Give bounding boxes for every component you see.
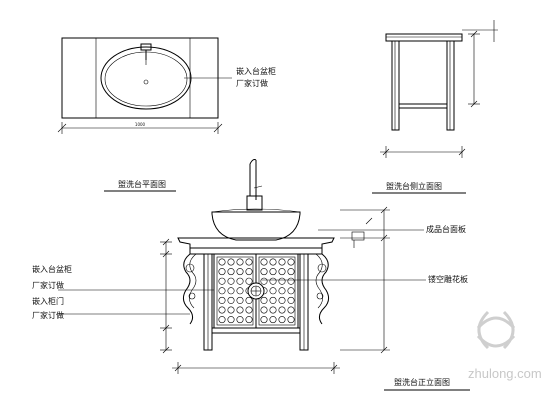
lattice-ring [227, 258, 235, 266]
lattice-ring [236, 287, 244, 295]
lattice-ring [287, 296, 295, 304]
lattice-ring [269, 316, 277, 324]
front-view-title: 盥洗台正立面图 [394, 377, 450, 387]
plan-dim-label: 1000 [135, 122, 146, 127]
lattice-ring [278, 287, 286, 295]
lattice-ring [278, 268, 286, 276]
side-countertop [385, 33, 463, 42]
lattice-ring [218, 287, 226, 295]
lattice-ring [236, 316, 244, 324]
lattice-ring [287, 287, 295, 295]
lattice-ring [269, 268, 277, 276]
front-apron [189, 247, 323, 255]
lattice-ring [236, 296, 244, 304]
lattice-ring [227, 268, 235, 276]
lattice-ring [260, 316, 268, 324]
front-faucet [246, 159, 263, 211]
lattice-ring [278, 306, 286, 314]
lattice-ring [245, 268, 253, 276]
lattice-ring [227, 287, 235, 295]
lattice-ring [236, 258, 244, 266]
lattice-ring [260, 258, 268, 266]
lattice-ring [269, 306, 277, 314]
lattice-ring [245, 296, 253, 304]
plan-view-title: 盥洗台平面图 [118, 179, 166, 189]
lattice-ring [218, 306, 226, 314]
lattice-ring [227, 277, 235, 285]
plan-drain [143, 79, 149, 85]
lattice-ring [227, 296, 235, 304]
lattice-ring [218, 296, 226, 304]
front-dim-bottom [172, 362, 340, 374]
lattice-ring [260, 268, 268, 276]
watermark-logo [476, 310, 516, 350]
lattice-ring [269, 258, 277, 266]
lattice-ring [269, 287, 277, 295]
lattice-ring [278, 316, 286, 324]
lattice-ring [287, 277, 295, 285]
front-carving-left [182, 253, 197, 325]
lattice-ring [287, 306, 295, 314]
side-view-title: 盥洗台侧立面图 [386, 181, 442, 191]
lattice-ring [260, 306, 268, 314]
lattice-ring [278, 296, 286, 304]
lattice-ring [269, 277, 277, 285]
lattice-ring [260, 296, 268, 304]
lattice-ring [245, 306, 253, 314]
lattice-ring [218, 316, 226, 324]
watermark: zhulong.com [468, 310, 542, 381]
callout-carving: 镂空雕花板 [428, 274, 468, 284]
front-view: 成品台面板 镂空雕花板 嵌入台盆柜 厂家订做 嵌入柜门 厂家订做 盥洗台正立面图 [32, 159, 470, 391]
callout-fabric-panel-2: 厂家订做 [32, 310, 64, 320]
side-leg-right [446, 40, 455, 131]
callout-fabric-panel-1: 嵌入柜门 [32, 296, 64, 306]
callout-countertop: 成品台面板 [426, 224, 466, 234]
side-view [380, 20, 498, 158]
lattice-ring [218, 258, 226, 266]
front-vessel-basin [211, 211, 301, 241]
lattice-ring [236, 277, 244, 285]
callout-basin-cabinet-1: 嵌入台盆柜 [32, 264, 72, 274]
callout-basin-cabinet-2: 厂家订做 [32, 280, 64, 290]
watermark-text: zhulong.com [468, 366, 542, 381]
lattice-ring [245, 258, 253, 266]
lattice-ring [269, 296, 277, 304]
lattice-ring [236, 268, 244, 276]
lattice-ring [245, 277, 253, 285]
lattice-ring [287, 268, 295, 276]
plan-callout-line-1: 嵌入台盆柜 [236, 66, 276, 76]
front-carving-right [315, 253, 330, 325]
lattice-ring [227, 316, 235, 324]
plan-callout-line-2: 厂家订做 [236, 78, 268, 88]
view-titles: 盥洗台平面图 盥洗台侧立面图 [104, 179, 466, 194]
side-leg-left [391, 40, 400, 131]
front-dim-left [160, 238, 172, 354]
plan-view: 1000 嵌入台盆柜 厂家订做 [57, 37, 276, 134]
lattice-ring [227, 306, 235, 314]
lattice-ring [218, 277, 226, 285]
lattice-ring [287, 258, 295, 266]
lattice-ring [236, 306, 244, 314]
lattice-ring [278, 258, 286, 266]
front-bottom-rail [211, 327, 301, 334]
lattice-ring [245, 316, 253, 324]
lattice-ring [218, 268, 226, 276]
lattice-ring [287, 316, 295, 324]
lattice-ring [260, 277, 268, 285]
lattice-ring [278, 277, 286, 285]
